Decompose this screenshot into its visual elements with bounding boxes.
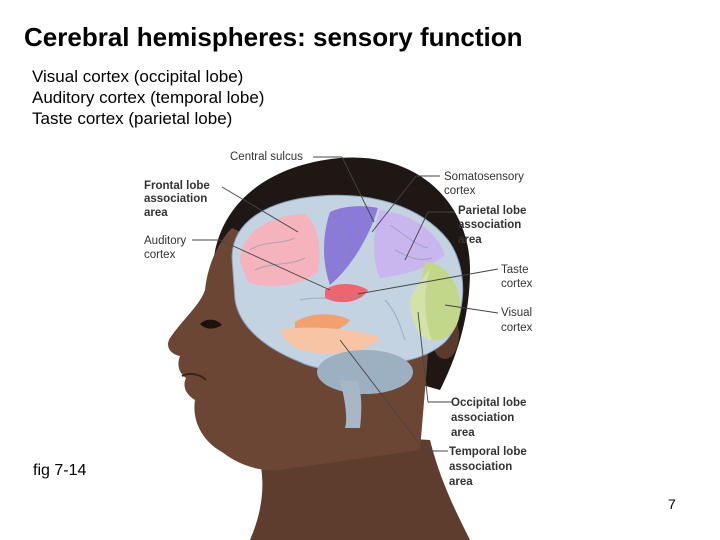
label-frontal-line3: area: [144, 207, 168, 219]
bullet-auditory-cortex: Auditory cortex (temporal lobe): [32, 88, 265, 107]
slide-title: Cerebral hemispheres: sensory function: [24, 22, 523, 52]
label-parietal-line2: association: [458, 219, 521, 231]
figure-reference: fig 7-14: [33, 462, 87, 479]
label-temporal-line3: area: [449, 476, 473, 488]
label-temporal-line2: association: [449, 461, 512, 473]
label-central-sulcus: Central sulcus: [230, 151, 303, 163]
label-temporal-line1: Temporal lobe: [449, 446, 527, 458]
page-number: 7: [668, 496, 676, 512]
label-visual-line2: cortex: [501, 322, 533, 334]
bullet-list: Visual cortex (occipital lobe) Auditory …: [32, 66, 264, 129]
label-auditory-line1: Auditory: [144, 235, 186, 247]
label-frontal-line2: association: [144, 193, 207, 205]
label-taste-line2: cortex: [501, 278, 533, 290]
label-somatosensory-line2: cortex: [444, 185, 476, 197]
label-taste-line1: Taste: [501, 264, 529, 276]
label-frontal-line1: Frontal lobe: [144, 180, 210, 192]
label-parietal-line3: area: [458, 234, 482, 246]
label-auditory-line2: cortex: [144, 249, 176, 261]
label-somatosensory-line1: Somatosensory: [444, 171, 524, 183]
bullet-taste-cortex: Taste cortex (parietal lobe): [32, 109, 233, 128]
brain: [231, 194, 464, 428]
label-occipital-line3: area: [451, 427, 475, 439]
label-occipital-line1: Occipital lobe: [451, 397, 526, 409]
bullet-visual-cortex: Visual cortex (occipital lobe): [32, 67, 244, 86]
leader-lines: [192, 156, 499, 452]
diagram-labels: Central sulcus Frontal lobe association …: [144, 151, 533, 488]
label-visual-line1: Visual: [501, 307, 532, 319]
label-occipital-line2: association: [451, 412, 514, 424]
label-parietal-line1: Parietal lobe: [458, 205, 526, 217]
